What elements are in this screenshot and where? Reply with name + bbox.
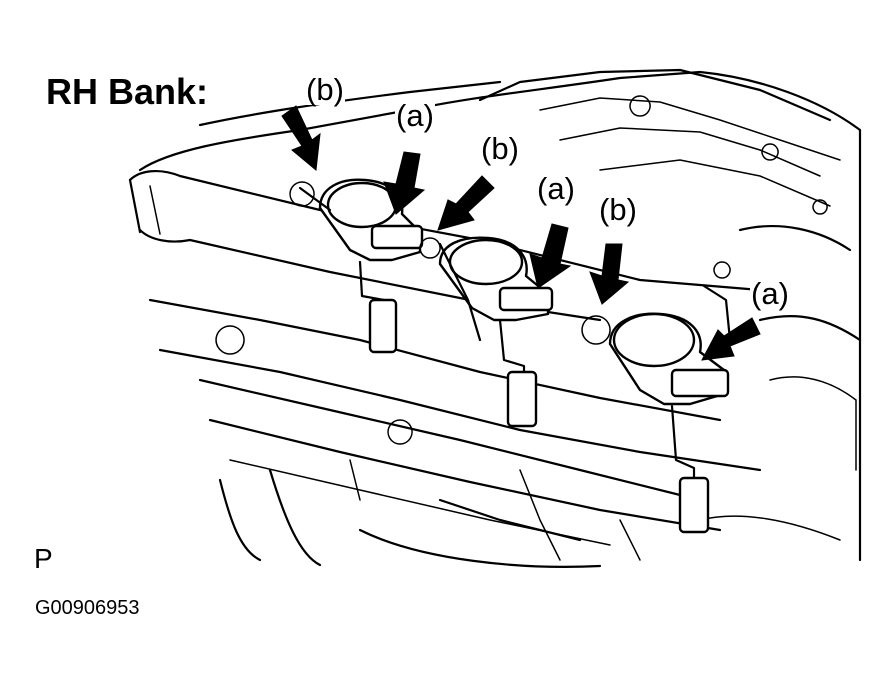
engine-block-outline xyxy=(138,68,862,562)
figure-id: G00906953 xyxy=(35,597,140,619)
intake-tube xyxy=(128,170,762,322)
callout-a-3: (a) xyxy=(750,276,790,311)
callout-a-2: (a) xyxy=(536,171,576,206)
arrow-a1 xyxy=(383,151,426,215)
callout-b-3: (b) xyxy=(598,192,638,227)
arrow-b2 xyxy=(437,175,495,231)
ignition-coil-1 xyxy=(289,178,424,354)
arrow-b3 xyxy=(589,243,630,305)
arrow-a2 xyxy=(529,223,572,289)
view-letter: P xyxy=(34,543,53,574)
arrow-a3 xyxy=(701,317,761,361)
ignition-coil-3 xyxy=(581,261,732,534)
bank-title: RH Bank: xyxy=(46,71,209,112)
callout-a-1: (a) xyxy=(395,98,435,133)
arrow-b1 xyxy=(281,105,321,171)
ignition-coil-2 xyxy=(419,236,554,428)
pointer-arrows xyxy=(281,105,761,361)
fuel-rail xyxy=(148,298,762,568)
callout-b-1: (b) xyxy=(305,72,345,107)
callout-b-2: (b) xyxy=(480,131,520,166)
